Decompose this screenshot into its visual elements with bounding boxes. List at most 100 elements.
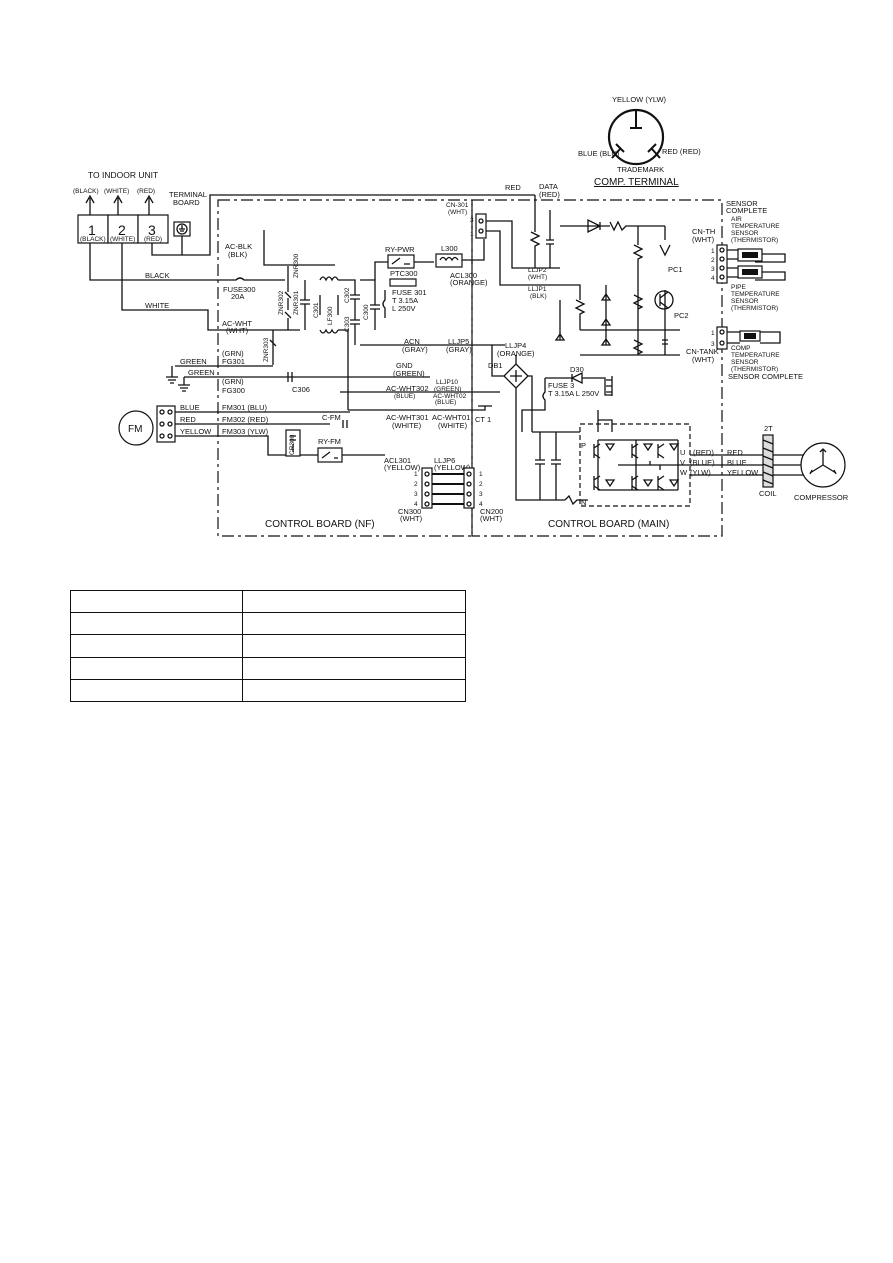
lljp4-sub-label: (ORANGE) (497, 349, 535, 358)
fuse300-symbol (228, 277, 285, 281)
terminal-3-top-label: (RED) (137, 188, 155, 195)
coil-label: COIL (759, 489, 777, 498)
table-cell (242, 634, 466, 658)
air-sensor-line-2: TEMPERATURE (731, 223, 780, 230)
green-wire-label-2: GREEN (188, 368, 215, 377)
lljp2-label: LLJP2 (528, 267, 547, 274)
fuse300-sub-label: 20A (231, 292, 244, 301)
fan-motor-label: FM (128, 424, 142, 435)
table-row (70, 634, 466, 658)
pipe-sensor-line-3: SENSOR (731, 298, 759, 305)
cn200-sub-label: (WHT) (480, 514, 503, 523)
earth-terminal-icon (173, 221, 191, 237)
out-yellow-wire-label: YELLOW (727, 468, 759, 477)
sensor-complete-2-label: SENSOR COMPLETE (728, 372, 803, 381)
table-cell (70, 634, 243, 658)
l300-wire (462, 239, 485, 261)
fuse3-label: FUSE 3 (548, 381, 574, 390)
fan-motor-icon (118, 410, 154, 446)
air-sensor-line-3: SENSOR (731, 230, 759, 237)
znr301-label: ZNR301 (293, 290, 300, 315)
terminal-1-color: (BLACK) (80, 236, 106, 243)
ac-blk-sub-label: (BLK) (228, 250, 248, 259)
fuse301-symbol (382, 290, 386, 318)
cn-tank-label: CN-TANK (686, 347, 719, 356)
cn301-pin3: 3 (470, 217, 474, 224)
comp-sensor-line-1: COMP (731, 345, 751, 352)
acl301-sub-label: (YELLOW) (384, 463, 421, 472)
ry-pwr-label: RY-PWR (385, 245, 415, 254)
ptc300-component (389, 278, 417, 287)
grn-label: (GRN) (222, 349, 244, 358)
ac-wht02-sub-label: (BLUE) (435, 399, 456, 406)
cr300-label: CR300 (289, 434, 296, 455)
d30-fuse3-circuit (521, 371, 613, 432)
cn200-connector (432, 467, 475, 509)
ground-wires (166, 365, 430, 392)
znr303-label: ZNR303 (263, 337, 270, 362)
cn-th-pin4: 4 (711, 275, 715, 282)
compressor-icon (800, 442, 846, 488)
fuse300-label: FUSE300 (223, 285, 256, 294)
pc2-label: PC2 (674, 311, 689, 320)
compressor-output-wires (690, 454, 805, 476)
coil-icon (762, 434, 774, 488)
lljp5-label: LLJP5 (448, 337, 469, 346)
empty-parts-table (70, 589, 466, 703)
compressor-label: COMPRESSOR (794, 493, 849, 502)
c303-label: C303 (344, 316, 351, 332)
cn300-pin1: 1 (414, 471, 418, 478)
cn-th-label: CN-TH (692, 227, 715, 236)
terminal-3-color: (RED) (144, 236, 162, 243)
terminal-board-label-1: TERMINAL (169, 190, 207, 199)
cn301-connector (475, 213, 487, 239)
cn-tank-pin3: 3 (711, 341, 715, 348)
pipe-sensor-line-1: PIPE (731, 284, 746, 291)
lf300-label: LF300 (327, 306, 334, 325)
lljp6-label: LLJP6 (434, 456, 455, 465)
cn200-pin1: 1 (479, 471, 483, 478)
to-indoor-unit-label: TO INDOOR UNIT (88, 170, 158, 180)
lljp1-label: LLJP1 (528, 286, 547, 293)
ipm-n-label: N (581, 498, 586, 507)
air-sensor-line-1: AIR (731, 216, 742, 223)
fm-red-wire-label: RED (180, 415, 196, 424)
lljp10-label: LLJP10 (436, 379, 458, 386)
db1-label: DB1 (488, 361, 503, 370)
ry-pwr-relay (374, 254, 434, 280)
comp-terminal-red-label: RED (RED) (662, 147, 701, 156)
out-blue-wire-label: BLUE (727, 458, 747, 467)
l300-inductor (435, 253, 463, 268)
gnd-label: GND (396, 361, 413, 370)
fuse301-label: FUSE 301 (392, 288, 427, 297)
acl301-label: ACL301 (384, 456, 411, 465)
table-cell (242, 589, 466, 614)
c301-label: C301 (313, 302, 320, 318)
fuse301-rating-a: T 3.15A (392, 296, 418, 305)
grn2-label: (GRN) (222, 377, 244, 386)
cn300-pin4: 4 (414, 501, 418, 508)
db1-bridge-rectifier (491, 345, 565, 501)
sensor-complete-1-label: SENSOR (726, 199, 758, 208)
comp-sensor-line-2: TEMPERATURE (731, 352, 780, 359)
ipm-u-sub-label: (RED) (693, 448, 714, 457)
cn300-connector (421, 467, 433, 509)
ipm-v-sub-label: (BLUE) (690, 458, 715, 467)
c306-label: C306 (292, 385, 310, 394)
ipm-w-label: W (680, 468, 688, 477)
control-board-nf-label: CONTROL BOARD (NF) (265, 519, 375, 530)
cn301-label: CN-301 (446, 202, 469, 209)
znr302-label: ZNR302 (278, 290, 285, 315)
lljp2-sub-label: (WHT) (528, 274, 547, 281)
fm302-label: FM302 (RED) (222, 415, 269, 424)
fuse301-rating-b: L 250V (392, 304, 416, 313)
l300-coil (439, 256, 459, 262)
pipe-sensor-line-4: (THERMISTOR) (731, 305, 778, 312)
terminal-2-top-label: (WHITE) (104, 188, 129, 195)
ct1-label: CT 1 (475, 415, 491, 424)
lljp1-sub-label: (BLK) (530, 293, 547, 300)
ac-wht02-label: AC-WHT02 (433, 393, 467, 400)
wiring-diagram: TO INDOOR UNIT (BLACK) (WHITE) (RED) 1 2… (73, 95, 849, 537)
ry-fm-label: RY-FM (318, 437, 341, 446)
comp-thermistor-icon (739, 330, 761, 342)
